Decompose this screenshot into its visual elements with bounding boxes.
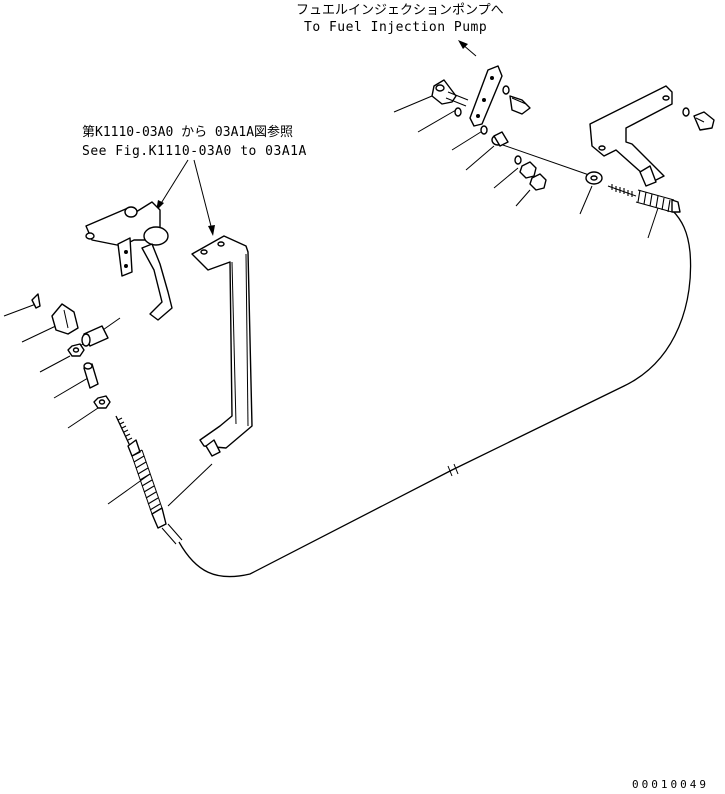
washer-lever bbox=[480, 125, 488, 135]
nut-lower bbox=[529, 173, 547, 191]
pump-bracket bbox=[589, 85, 673, 187]
nut-left-lower bbox=[93, 395, 111, 409]
top-callout-jp: フュエルインジェクションポンプへ bbox=[296, 3, 504, 18]
top-callout-en: To Fuel Injection Pump bbox=[304, 20, 487, 35]
rod-end bbox=[83, 362, 99, 389]
washer-upper bbox=[454, 107, 462, 117]
arrows-see-figure bbox=[156, 159, 215, 236]
leader-lines-right bbox=[393, 95, 659, 239]
cable-bracket bbox=[191, 235, 253, 457]
pump-lever bbox=[469, 65, 503, 127]
cable-end-pump bbox=[607, 184, 681, 213]
clevis-pin bbox=[81, 325, 109, 347]
nut-left-upper bbox=[67, 343, 85, 357]
bolt-lever bbox=[502, 85, 531, 115]
arrow-to-pump bbox=[458, 40, 477, 57]
nut-mid bbox=[519, 161, 537, 179]
bolt-upper bbox=[431, 79, 469, 107]
ball-joint bbox=[491, 131, 509, 147]
leader-lines-left bbox=[3, 303, 213, 507]
bolt-bracket bbox=[693, 111, 715, 131]
drawing-code: 00010049 bbox=[632, 778, 709, 791]
left-callout-jp: 第K1110-03A0 から 03A1A図参照 bbox=[82, 124, 293, 140]
washer-mid bbox=[514, 155, 522, 165]
cotter-pin bbox=[31, 293, 41, 309]
cable-end-pedal bbox=[115, 415, 183, 545]
left-callout-en: See Fig.K1110-03A0 to 03A1A bbox=[82, 144, 307, 159]
throttle-cable bbox=[178, 209, 692, 578]
cable-break-mark bbox=[447, 463, 459, 477]
pump-washer bbox=[585, 171, 603, 185]
clevis-block bbox=[51, 303, 79, 335]
washer-bracket bbox=[682, 107, 690, 117]
pedal-bracket-assembly bbox=[85, 201, 173, 321]
